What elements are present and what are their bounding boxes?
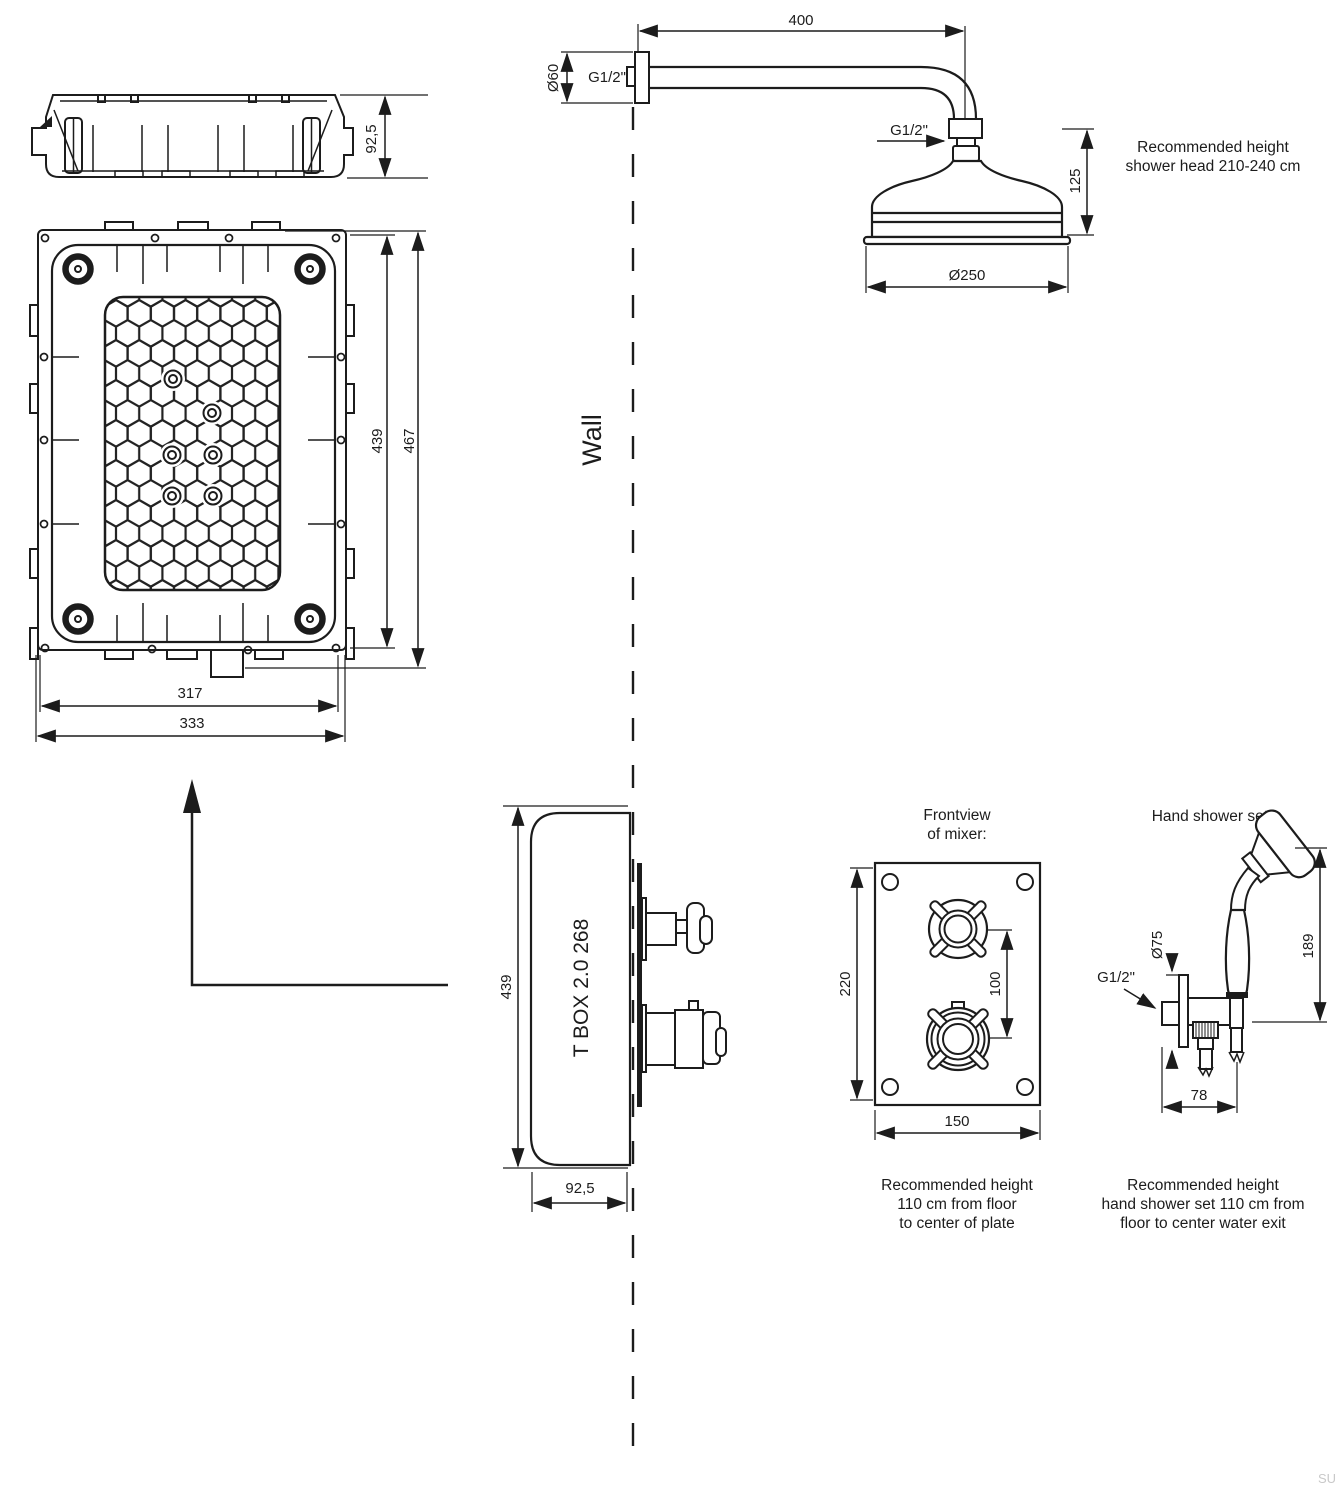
arm-nut [948, 118, 983, 139]
dim-side-height: 439 [498, 974, 515, 999]
flange-holes [39, 233, 346, 655]
note-shower-head-line2: shower head 210-240 cm [1126, 158, 1301, 175]
hand-shower-set: Hand shower set: Ø75 G1/2" [1097, 808, 1327, 1232]
label-hand-shower-thread: G1/2" [1097, 969, 1135, 986]
dim-front-outer-width: 333 [179, 715, 204, 732]
hand-shower-title: Hand shower set: [1152, 808, 1273, 825]
wall-supply-stub [1161, 1001, 1180, 1026]
holder-arm [1187, 997, 1235, 1026]
nozzle-ports [160, 367, 225, 508]
handle-collar [1226, 992, 1248, 998]
mixer-plate [873, 861, 1042, 1107]
dim-side-depth: 92,5 [565, 1180, 594, 1197]
corner-screw-bosses [62, 253, 326, 635]
mixer-title-line1: Frontview [923, 807, 991, 824]
mixer-note-line1: Recommended height [881, 1177, 1033, 1194]
dim-head-diameter: Ø250 [949, 267, 986, 284]
hand-shower-note-line1: Recommended height [1127, 1177, 1279, 1194]
arrow-head [183, 779, 201, 813]
wall-label: Wall [577, 414, 607, 466]
dim-mixer-plate-height: 220 [837, 971, 854, 996]
mixer-note-line2: 110 cm from floor [897, 1196, 1016, 1213]
shower-head-rim [862, 235, 1072, 246]
honeycomb-grid [103, 295, 282, 592]
dim-front-outer-height: 467 [401, 428, 418, 453]
label-wall-thread: G1/2" [588, 69, 626, 86]
label-head-thread: G1/2" [890, 122, 928, 139]
head-collar [952, 145, 980, 162]
wall-thread-nipple [626, 66, 636, 87]
mixer-front-view: Frontview of mixer: [837, 807, 1042, 1232]
dim-arm-length: 400 [788, 12, 813, 29]
hand-shower-note-line3: floor to center water exit [1120, 1215, 1286, 1232]
connection-box-top-view: 92,5 [31, 94, 428, 179]
mixer-title-line2: of mixer: [927, 826, 986, 843]
mixer-bottom-handle [925, 1001, 991, 1072]
dim-hand-shower-height: 189 [1300, 933, 1317, 958]
wall-escutcheon [1178, 974, 1189, 1048]
mixer-top-handle [927, 898, 989, 960]
hand-shower-handle [1224, 908, 1251, 996]
shower-arm-pipe [649, 65, 978, 120]
dim-topview-depth: 92,5 [363, 124, 380, 153]
dim-hand-shower-width: 78 [1191, 1087, 1208, 1104]
dim-flange-diameter: Ø60 [545, 64, 562, 92]
note-shower-head-line1: Recommended height [1137, 139, 1289, 156]
dim-mixer-plate-width: 150 [944, 1113, 969, 1130]
handle-outlet [1229, 997, 1244, 1029]
tbox-side-view: T BOX 2.0 268 439 92,5 [498, 805, 727, 1212]
hand-shower-note-line2: hand shower set 110 cm from [1101, 1196, 1304, 1213]
connection-box-front-view: 439 467 317 333 [29, 221, 426, 743]
tbox-label: T BOX 2.0 268 [570, 919, 593, 1058]
dim-escutcheon-diameter: Ø75 [1149, 931, 1166, 959]
dim-head-height: 125 [1067, 168, 1084, 193]
mixer-side-view [637, 863, 727, 1107]
mixer-plate-side [637, 863, 642, 1107]
dim-mixer-handle-spacing: 100 [987, 971, 1004, 996]
watermark: SU [1318, 1471, 1336, 1486]
wall-reference: Wall [577, 107, 635, 1463]
direction-arrow [183, 779, 448, 987]
dim-front-inner-width: 317 [177, 685, 202, 702]
dim-front-inner-height: 439 [369, 428, 386, 453]
thermostat-handle-side [674, 1009, 704, 1069]
wall-flange [634, 51, 650, 104]
box-body [50, 243, 337, 644]
tbox-body [529, 811, 632, 1167]
mixer-note-line3: to center of plate [899, 1215, 1014, 1232]
shower-head-assembly: 400 Ø60 G1/2" G1/2" 125 Ø250 Recommended… [545, 12, 1301, 294]
bottom-outlet-tab [210, 649, 244, 678]
